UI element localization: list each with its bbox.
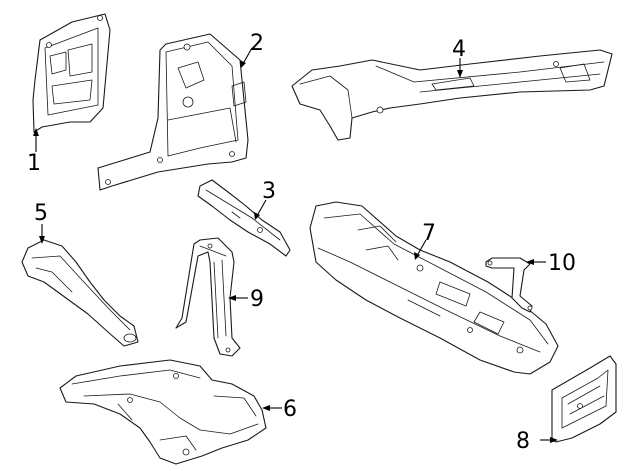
part-9-shape[interactable] (175, 237, 241, 357)
callout-label-4: 4 (452, 37, 466, 62)
callout-5: 5 (34, 201, 48, 244)
part-6-shape[interactable] (59, 359, 267, 465)
callout-9: 9 (228, 287, 264, 312)
callout-10: 10 (526, 251, 576, 276)
part-10-shape[interactable] (485, 257, 533, 313)
part-1-shape[interactable] (32, 13, 111, 133)
callout-label-1: 1 (27, 151, 41, 176)
callout-label-6: 6 (283, 397, 297, 422)
part-8-shape[interactable] (551, 355, 617, 443)
callout-label-3: 3 (262, 179, 276, 204)
callout-label-9: 9 (250, 287, 264, 312)
callout-6: 6 (262, 397, 297, 422)
part-7-shape[interactable] (309, 201, 559, 375)
callout-2: 2 (240, 31, 264, 68)
part-3-shape[interactable] (197, 179, 291, 257)
callout-label-7: 7 (422, 221, 436, 246)
callout-7: 7 (414, 221, 436, 260)
callout-label-8: 8 (516, 429, 530, 454)
part-2-shape[interactable] (97, 33, 249, 191)
callout-4: 4 (452, 37, 466, 78)
callout-3: 3 (254, 179, 276, 220)
callout-label-5: 5 (34, 201, 48, 226)
callout-label-2: 2 (250, 31, 264, 56)
callout-label-10: 10 (548, 251, 576, 276)
part-5-shape[interactable] (21, 239, 139, 347)
part-4-shape[interactable] (291, 49, 613, 141)
callout-8: 8 (516, 429, 558, 454)
callout-1: 1 (27, 128, 41, 176)
